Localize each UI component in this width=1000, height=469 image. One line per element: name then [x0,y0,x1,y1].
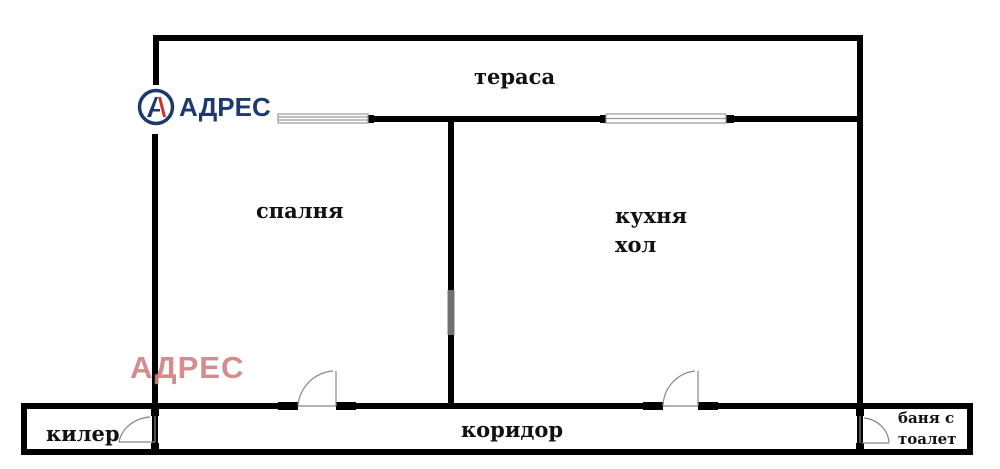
room-label-bathroom-line2: тоалет [898,430,957,448]
kitchen-door [662,370,699,407]
adres-logo: АДРЕС [137,87,271,127]
logo-text: АДРЕС [179,91,271,122]
room-label-bedroom: спалня [256,198,344,223]
watermark-fragment [447,290,455,335]
watermark-text: АДРЕС [130,350,245,385]
bathroom-door [859,416,890,444]
kitchen-terrace-window [605,113,727,124]
door-jambs [151,115,864,453]
room-label-bathroom-line1: баня с [898,409,955,427]
room-label-kitchen-line2: хол [615,232,657,257]
room-label-terrace: тераса [474,64,556,89]
room-label-kitchen-line1: кухня [615,203,688,228]
adres-a-circle-icon [137,88,175,126]
walls [21,35,973,455]
bedroom-terrace-window [277,113,369,124]
room-label-storage: килер [46,421,120,446]
storage-door [118,416,156,443]
room-label-corridor: коридор [461,417,564,442]
bedroom-door [297,370,337,407]
